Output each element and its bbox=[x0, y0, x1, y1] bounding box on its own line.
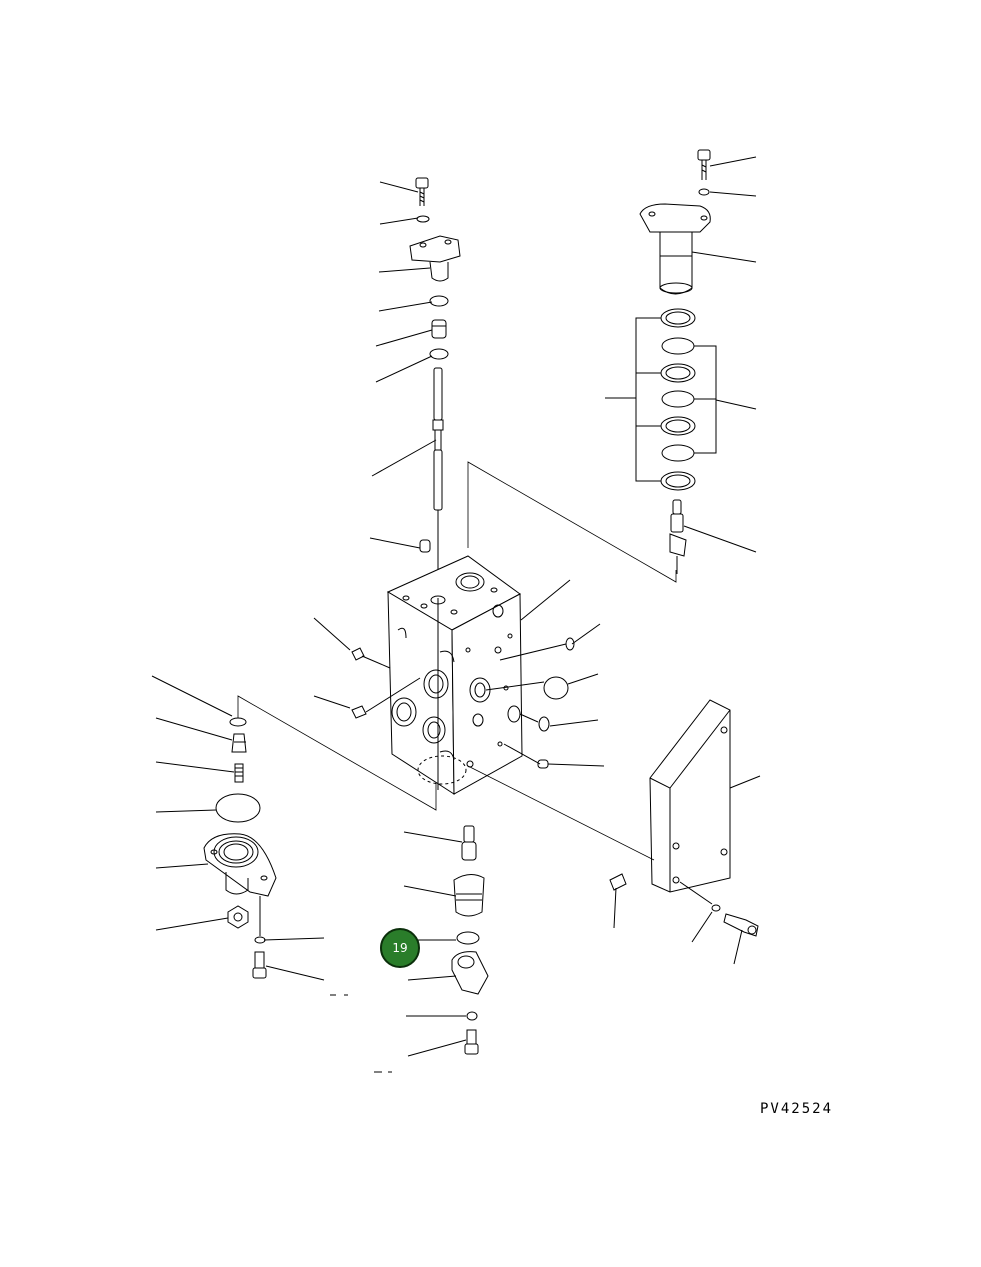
connector-line-top bbox=[467, 461, 677, 583]
cover-plate bbox=[649, 699, 731, 893]
top-plug bbox=[431, 319, 447, 339]
right-cartridge bbox=[639, 203, 711, 295]
right-washer bbox=[698, 188, 710, 196]
spool bbox=[432, 367, 444, 598]
right-bolt bbox=[697, 149, 711, 180]
top-washer bbox=[416, 215, 430, 223]
leaders-top-center bbox=[369, 181, 437, 549]
seal-brackets bbox=[605, 317, 717, 482]
connector-line-left bbox=[237, 695, 437, 811]
drawing-number: PV42524 bbox=[760, 1101, 834, 1117]
leaders-left bbox=[151, 675, 325, 981]
right-fitting bbox=[669, 499, 687, 574]
leaders-block bbox=[313, 579, 605, 767]
top-flange bbox=[409, 235, 461, 282]
cover-connector bbox=[467, 765, 655, 861]
scan-marks bbox=[330, 994, 392, 1073]
left-parts bbox=[203, 717, 277, 979]
leaders-top-right bbox=[683, 156, 757, 553]
top-o-ring-2 bbox=[429, 348, 449, 360]
bottom-parts bbox=[451, 825, 489, 1055]
top-o-ring-1 bbox=[429, 295, 449, 307]
leaders-cover bbox=[613, 775, 761, 965]
valve-block bbox=[386, 555, 523, 795]
leaders-bottom bbox=[403, 831, 467, 1057]
cover-fittings bbox=[609, 873, 759, 937]
seal-rings bbox=[660, 308, 696, 491]
top-bolt bbox=[415, 177, 429, 206]
callout-badge-19[interactable]: 19 bbox=[380, 928, 420, 968]
block-fittings bbox=[351, 637, 575, 769]
top-pin bbox=[419, 539, 431, 553]
